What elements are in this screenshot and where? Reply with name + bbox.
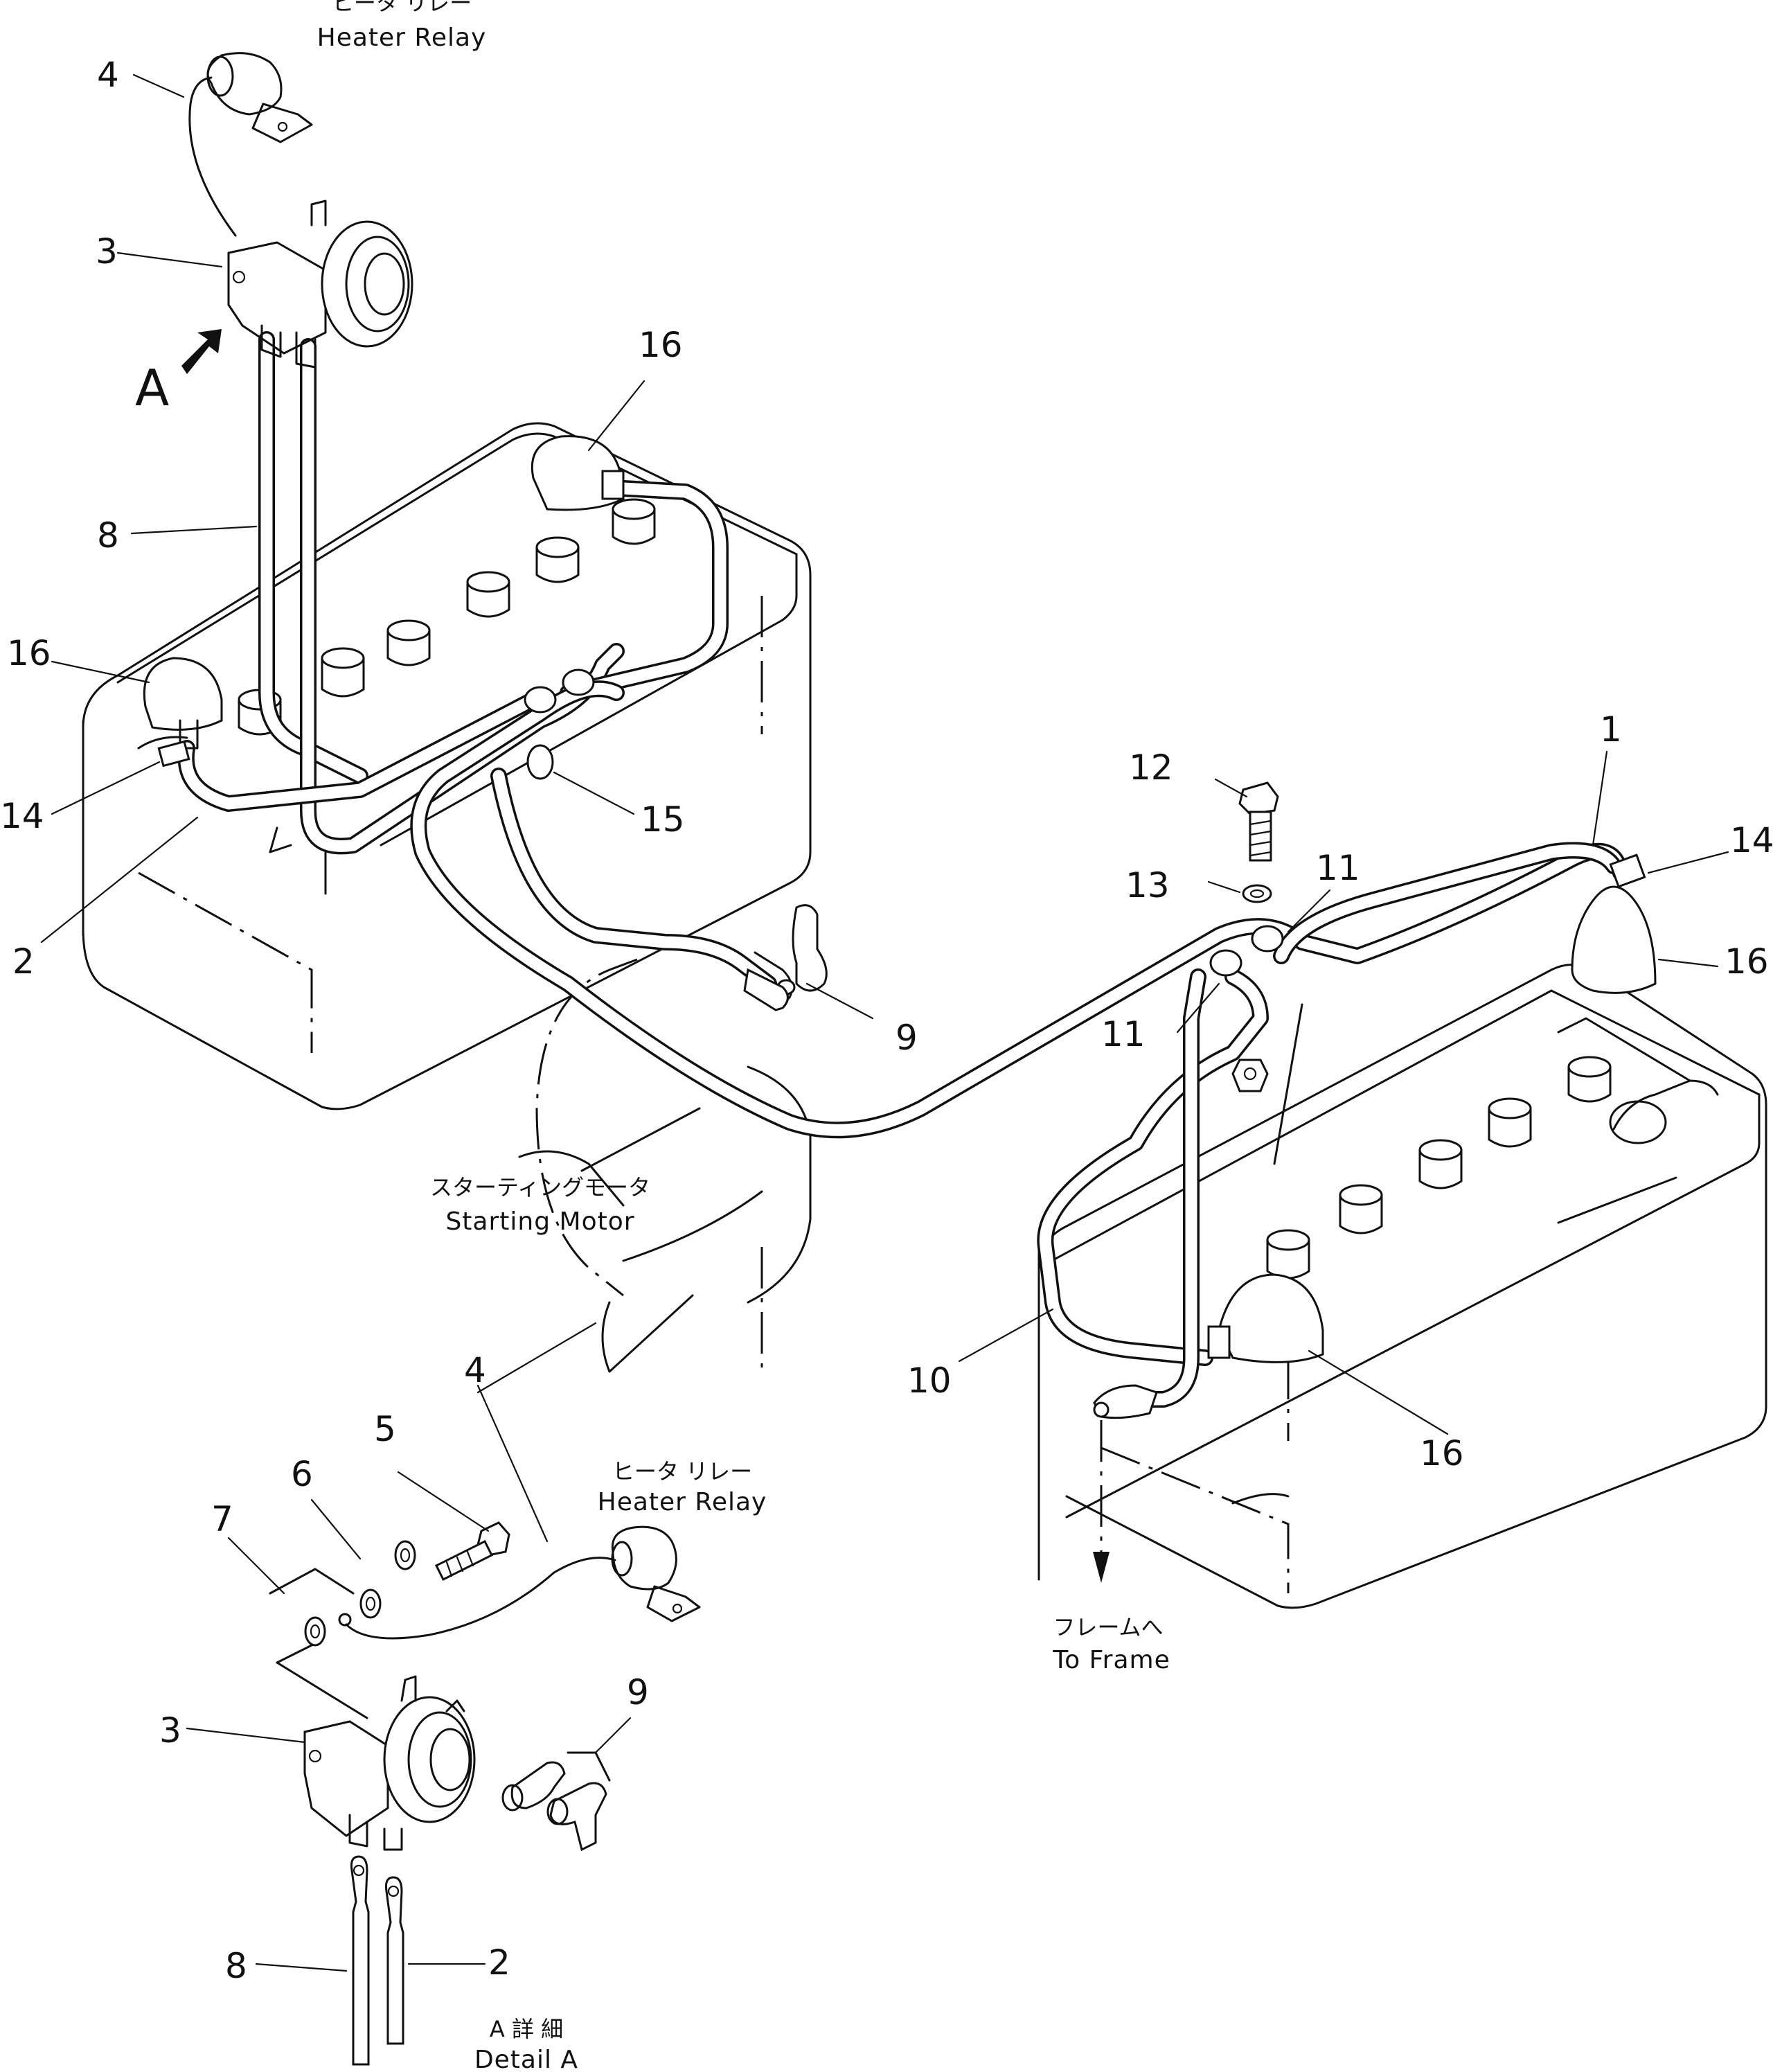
callout-8-detail: 8 [225,1946,247,1986]
callout-14-left: 14 [0,796,44,836]
clamps [524,668,1284,977]
callout-15: 15 [641,799,685,840]
callout-16-right: 16 [1725,941,1769,982]
heater-relay-top [188,52,313,237]
cables [177,331,1629,1408]
heater-relay-detail-en: Heater Relay [598,1488,767,1516]
callout-9-detail: 9 [627,1672,649,1712]
lug-ground [1093,1384,1158,1419]
bolt-12 [1238,781,1279,862]
callout-13: 13 [1125,865,1170,905]
heater-relay-top-jp: ヒータ リレー [332,0,472,16]
starting-motor-en: Starting Motor [445,1207,634,1236]
callout-6: 6 [291,1454,313,1494]
starting-motor [518,958,812,1373]
callout-7: 7 [211,1499,233,1539]
terminal-cover-top [531,435,625,511]
heater-relay-detail-jp: ヒータ リレー [612,1458,752,1485]
callout-12: 12 [1129,747,1173,788]
view-a-label: A [135,359,169,417]
callout-5: 5 [374,1409,396,1449]
to-frame-jp: フレームへ [1053,1614,1163,1640]
detail-a-en: Detail A [474,2046,578,2072]
washer-13 [1242,884,1272,903]
to-frame-en: To Frame [1052,1646,1170,1674]
heater-relay-top-en: Heater Relay [317,24,487,52]
captions: ヒータ リレー Heater Relay A スターティングモータ Starti… [135,0,1170,2072]
lug-starter [743,968,789,1011]
callout-1: 1 [1600,709,1622,750]
to-frame-arrow [1093,1420,1110,1583]
callout-2-detail: 2 [488,1942,510,1983]
callout-11-b: 11 [1101,1014,1146,1054]
callout-8-top: 8 [97,515,119,556]
right-battery [1037,964,1767,1609]
callout-16-left: 16 [7,633,51,673]
callout-4-top: 4 [97,55,119,95]
left-battery [82,422,812,1110]
starting-motor-jp: スターティングモータ [430,1174,650,1201]
callout-10: 10 [907,1361,952,1401]
callout-16-top: 16 [639,325,683,365]
callout-14-right: 14 [1730,820,1773,860]
callout-4-detail: 4 [464,1350,486,1390]
callout-16-bottom: 16 [1420,1433,1464,1473]
left-battery-cell-caps [238,498,656,736]
callout-numbers: 4 3 16 8 16 14 2 15 9 12 13 11 11 1 14 1… [0,55,1773,1986]
terminal-cover-left [143,657,223,768]
leader-lines [40,73,1729,1972]
callout-9-top: 9 [896,1018,918,1058]
right-battery-cell-caps [1266,1056,1612,1279]
callout-2-top: 2 [12,941,35,982]
detail-a [269,1521,701,2066]
nut-small [1231,1059,1269,1092]
terminal-cover-bottom [1207,1273,1324,1363]
view-a-arrow [181,329,222,374]
callout-11-a: 11 [1316,848,1360,888]
detail-a-jp: A 詳 細 [490,2016,563,2042]
terminal-cover-right [1571,853,1657,994]
callout-3-detail: 3 [159,1710,181,1751]
battery-relay-top [227,200,413,369]
callout-3-top: 3 [96,231,118,272]
